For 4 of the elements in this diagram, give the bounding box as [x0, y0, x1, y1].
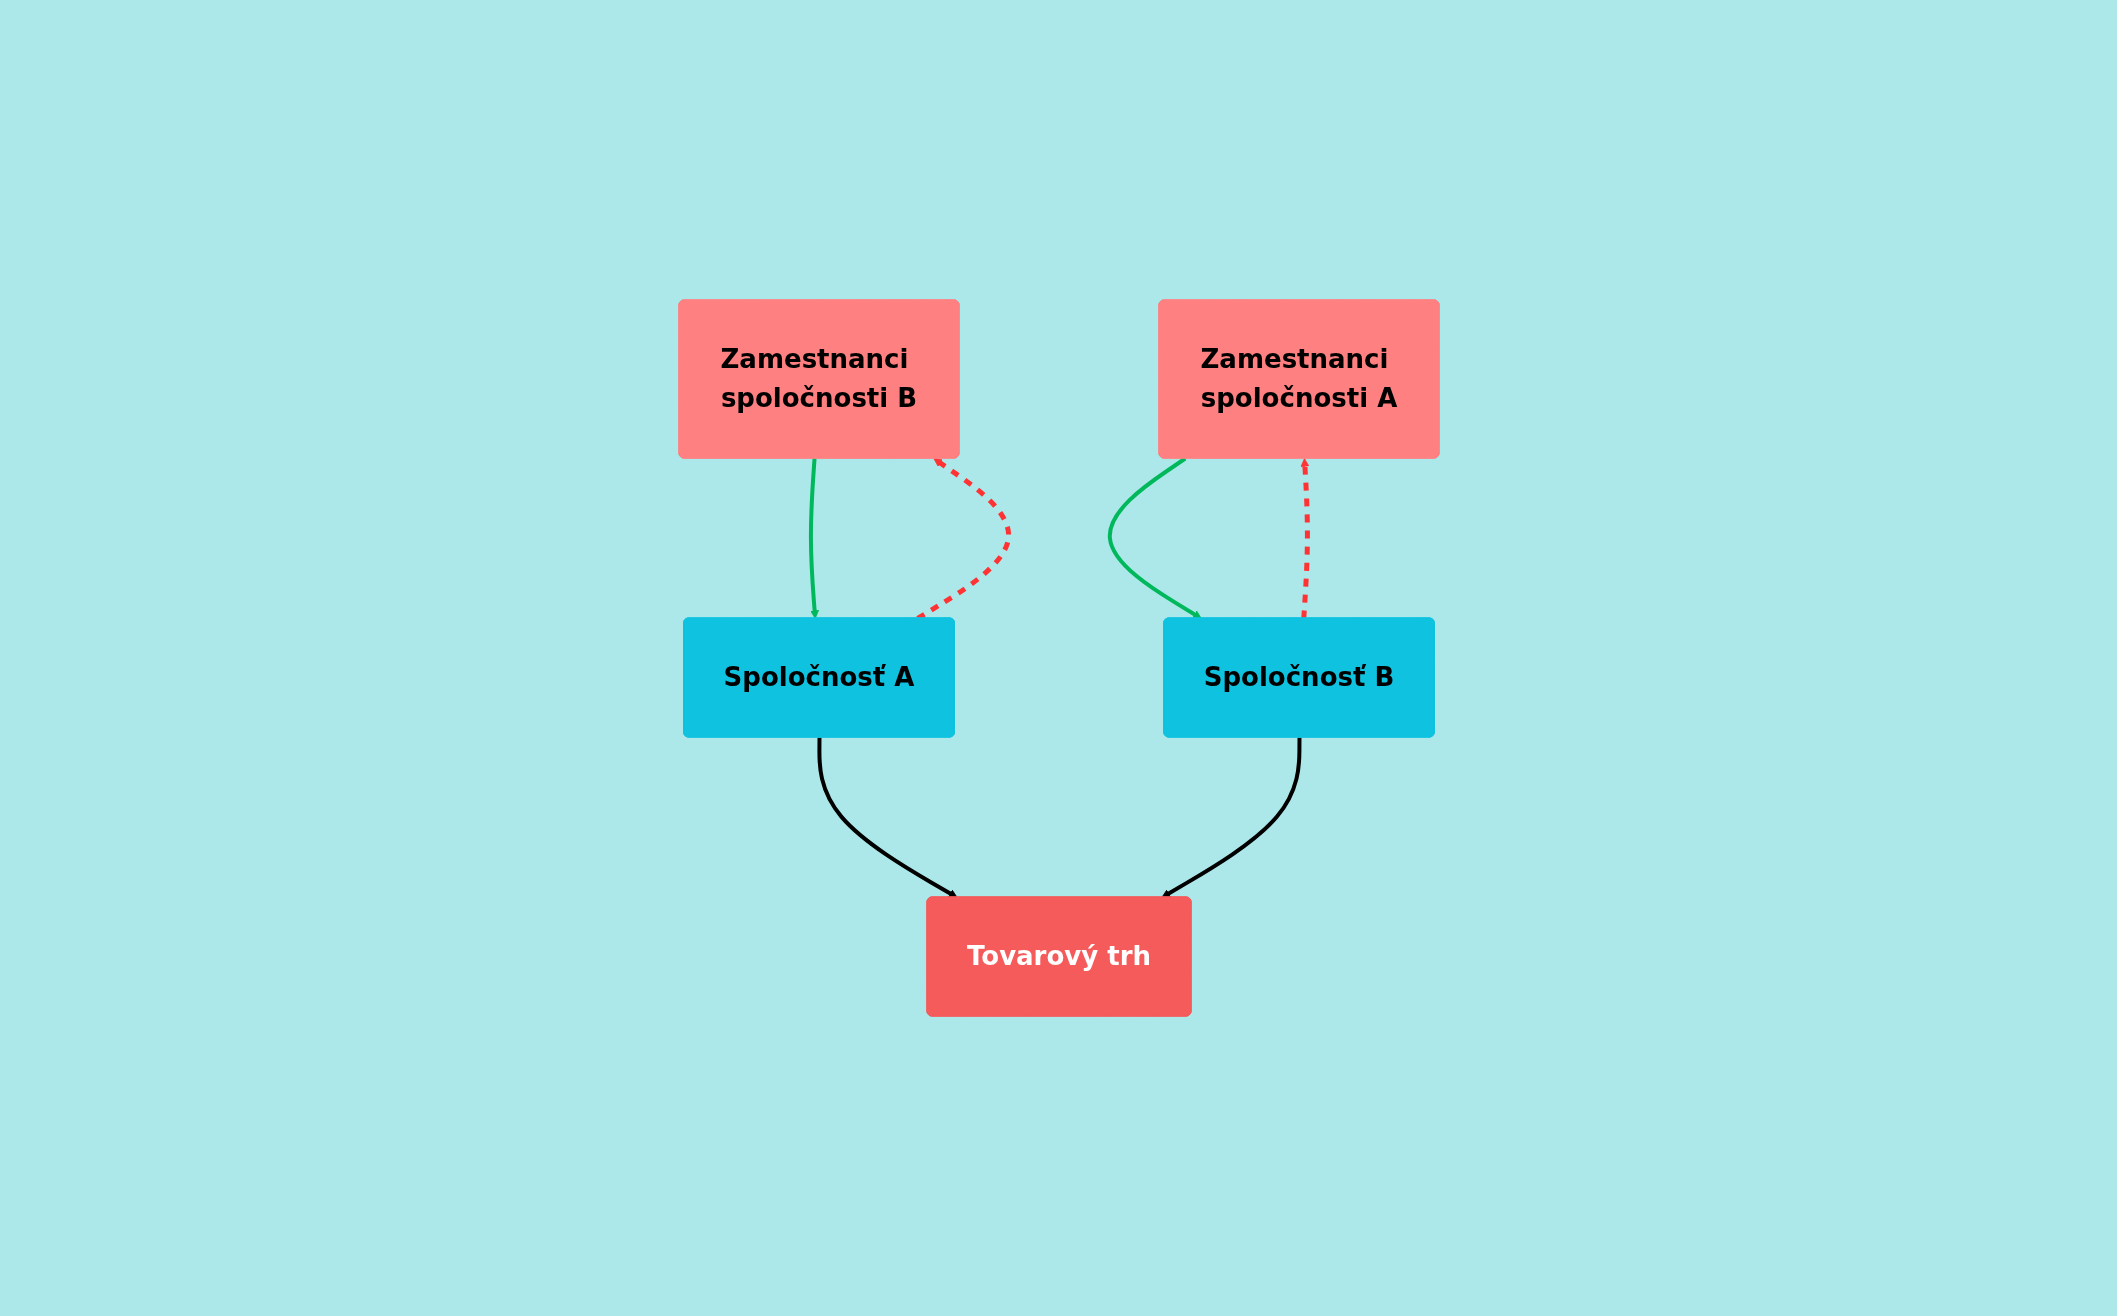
arrow — [808, 458, 819, 619]
arrow — [1300, 458, 1310, 619]
arrow — [816, 737, 958, 898]
arrow — [1160, 737, 1301, 898]
